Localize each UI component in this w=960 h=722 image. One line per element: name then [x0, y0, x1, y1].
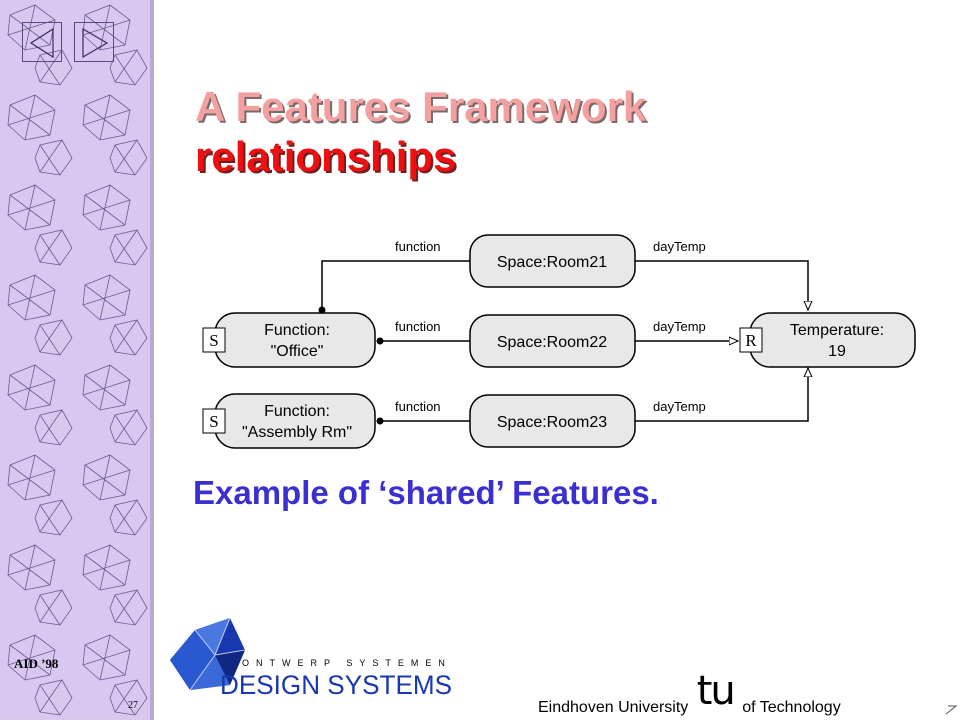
- conference-label: AID ’98: [14, 656, 59, 671]
- edge-label-function: function: [395, 399, 441, 414]
- node-label: "Office": [271, 343, 324, 360]
- node-room22[interactable]: Space:Room22: [469, 314, 636, 368]
- node-label: Function:: [264, 322, 330, 339]
- edge-label-function: function: [395, 319, 441, 334]
- geometric-pattern-icon: [0, 0, 150, 720]
- edge-room21-temperature: [635, 260, 808, 310]
- previous-slide-button[interactable]: [22, 22, 62, 62]
- node-label: "Assembly Rm": [242, 424, 352, 441]
- university-label: Eindhoven University tu of Technology: [538, 668, 841, 722]
- logo-subtitle: ONTWERP SYSTEMEN: [242, 658, 452, 668]
- logo-title: DESIGN SYSTEMS: [220, 670, 452, 700]
- node-temperature[interactable]: R Temperature: 19: [739, 312, 916, 368]
- node-function-assembly[interactable]: S Function: "Assembly Rm": [202, 393, 376, 449]
- edge-label-daytemp: dayTemp: [653, 319, 706, 334]
- node-label: Space:Room22: [497, 334, 607, 351]
- edge-label-function: function: [395, 239, 441, 254]
- title-line-1: A Features Framework: [195, 83, 647, 130]
- edge-label-daytemp: dayTemp: [653, 239, 706, 254]
- edge-label-daytemp: dayTemp: [653, 399, 706, 414]
- node-label: Space:Room23: [497, 414, 607, 431]
- node-badge: R: [745, 331, 757, 350]
- edge-start-dot: [376, 417, 384, 425]
- page-title: A Features Framework relationships: [195, 82, 646, 182]
- node-label: 19: [828, 343, 846, 360]
- next-slide-button[interactable]: [74, 22, 114, 62]
- triangle-right-icon: [82, 27, 109, 59]
- node-badge: S: [209, 412, 218, 431]
- node-room23[interactable]: Space:Room23: [469, 394, 636, 448]
- node-label: Temperature:: [790, 322, 884, 339]
- edge-start-dot: [376, 337, 384, 345]
- university-name-left: Eindhoven University: [538, 699, 689, 716]
- node-room21[interactable]: Space:Room21: [469, 234, 636, 288]
- features-diagram: function function function dayTemp dayTe…: [202, 234, 916, 449]
- node-label: Function:: [264, 403, 330, 420]
- university-name-right: of Technology: [742, 699, 841, 716]
- edge-start-dot: [318, 306, 326, 314]
- triangle-left-icon: [29, 27, 54, 59]
- node-label: Space:Room21: [497, 254, 607, 271]
- corner-arrow-icon: [945, 705, 958, 715]
- title-line-2: relationships: [195, 133, 457, 180]
- crystal-logo-icon: [170, 617, 246, 691]
- design-systems-logo: ONTWERP SYSTEMEN DESIGN SYSTEMS: [170, 617, 452, 700]
- slide-number: 27: [128, 700, 138, 711]
- sidebar-edge: [150, 0, 154, 720]
- edge-office-room21: [321, 260, 470, 308]
- node-function-office[interactable]: S Function: "Office": [202, 312, 376, 368]
- caption-text: Example of ‘shared’ Features.: [193, 474, 659, 511]
- tu-logo: tu: [696, 668, 736, 714]
- sidebar-pattern: [0, 0, 150, 720]
- edge-room23-temperature: [635, 368, 808, 422]
- node-badge: S: [209, 331, 218, 350]
